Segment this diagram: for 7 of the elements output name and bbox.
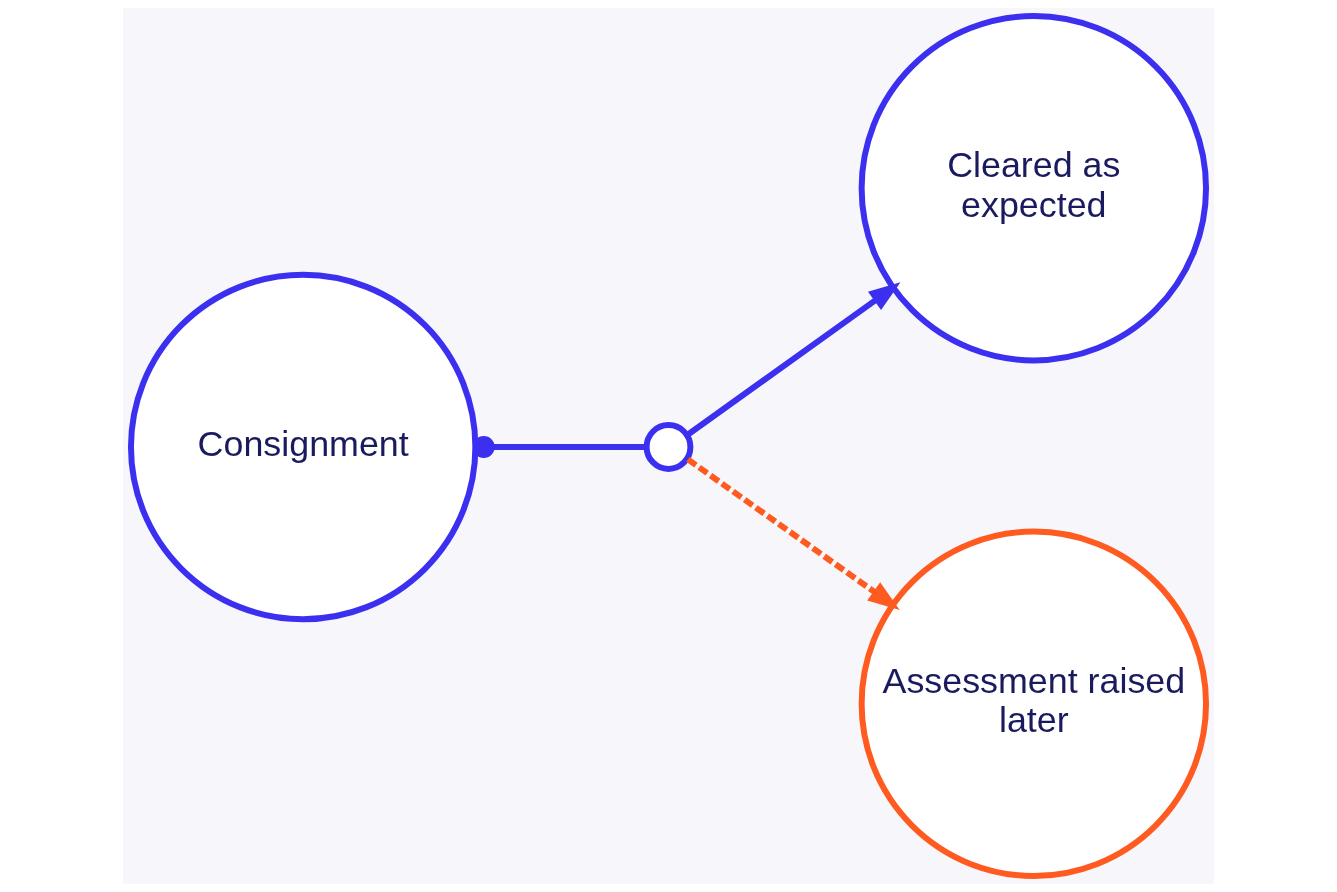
node-circle — [643, 422, 694, 472]
arrow — [685, 282, 901, 438]
node-circle: Consignment — [127, 271, 479, 623]
node-circle: Assessment raised later — [858, 528, 1210, 879]
node-circle: Cleared as expected — [858, 13, 1210, 364]
connector — [472, 436, 647, 458]
arrow — [686, 456, 900, 610]
